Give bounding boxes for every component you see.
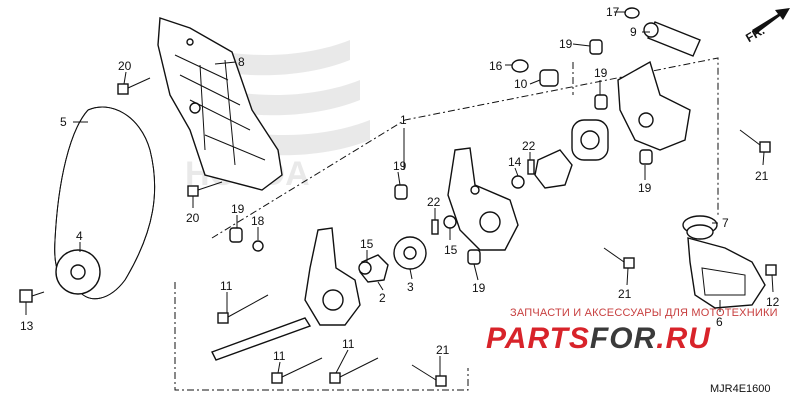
outer-rotor-lower bbox=[393, 236, 427, 270]
o-ring-18 bbox=[252, 240, 264, 252]
bolt-13 bbox=[19, 289, 45, 303]
bolt-11c bbox=[329, 357, 379, 384]
dowel-pin-19f bbox=[229, 227, 243, 243]
callout-5: 5 bbox=[60, 115, 67, 129]
callout-19d: 19 bbox=[393, 159, 407, 173]
oil-strainer bbox=[687, 237, 766, 309]
bolt-11b bbox=[271, 357, 323, 384]
collar-10 bbox=[539, 69, 559, 87]
callout-11a: 11 bbox=[220, 279, 233, 293]
strainer-seal bbox=[682, 215, 718, 240]
dowel-pin-19c bbox=[639, 149, 653, 165]
chain-guide-cover bbox=[157, 17, 283, 191]
callout-19c: 19 bbox=[638, 181, 652, 195]
diagram-code: MJR4E1600 bbox=[710, 383, 771, 395]
callout-20a: 20 bbox=[118, 59, 132, 73]
callout-15b: 15 bbox=[444, 243, 458, 257]
bolt-21c bbox=[411, 364, 447, 387]
bolt-11a bbox=[217, 294, 269, 324]
callout-22b: 22 bbox=[427, 195, 441, 209]
dowel-pin-19b bbox=[594, 94, 608, 110]
front-arrow-icon bbox=[752, 8, 790, 34]
pin-22b bbox=[431, 219, 439, 235]
callout-21b: 21 bbox=[618, 287, 632, 301]
partsfor-watermark: ЗАПЧАСТИ И АКСЕССУАРЫ ДЛЯ МОТОТЕХНИКИ PA… bbox=[486, 307, 778, 355]
callout-6: 6 bbox=[716, 315, 723, 329]
callout-11b: 11 bbox=[273, 349, 286, 363]
callout-9: 9 bbox=[630, 25, 637, 39]
outer-rotor-right bbox=[571, 119, 609, 161]
bolt-12 bbox=[765, 264, 777, 276]
callout-21c: 21 bbox=[436, 343, 450, 357]
o-ring-17 bbox=[624, 7, 640, 19]
pin-22a bbox=[527, 159, 535, 175]
dowel-pin-19e bbox=[467, 249, 481, 265]
pump-shaft bbox=[211, 317, 312, 361]
washer-15b bbox=[443, 215, 457, 229]
inner-rotor-right bbox=[534, 149, 573, 189]
callout-14: 14 bbox=[508, 155, 522, 169]
callout-10: 10 bbox=[514, 77, 528, 91]
callout-12: 12 bbox=[766, 295, 780, 309]
dowel-pin-19d bbox=[394, 184, 408, 200]
watermark-brand: PARTSFOR.RU bbox=[486, 322, 711, 355]
pump-body-upper bbox=[447, 147, 519, 251]
callout-1: 1 bbox=[400, 113, 407, 127]
o-ring-14 bbox=[511, 175, 525, 189]
dowel-pin-19a bbox=[589, 39, 603, 55]
callout-19b: 19 bbox=[594, 66, 608, 80]
watermark-brand-for: FOR bbox=[590, 322, 656, 355]
callout-4: 4 bbox=[76, 229, 83, 243]
callout-18: 18 bbox=[251, 214, 265, 228]
callout-13: 13 bbox=[20, 319, 34, 333]
callout-20b: 20 bbox=[186, 211, 200, 225]
callout-22a: 22 bbox=[522, 139, 536, 153]
bolt-21a bbox=[739, 129, 771, 153]
watermark-brand-ru: .RU bbox=[656, 322, 711, 355]
callout-17: 17 bbox=[606, 5, 620, 19]
callout-11c: 11 bbox=[342, 337, 355, 351]
callout-8: 8 bbox=[238, 55, 245, 69]
callout-16: 16 bbox=[489, 59, 503, 73]
seal-ring-16 bbox=[511, 59, 529, 73]
oil-tube bbox=[643, 21, 701, 57]
pump-body-lower bbox=[304, 227, 361, 326]
assembly-outline-pump bbox=[211, 57, 719, 239]
pump-sprocket bbox=[55, 249, 101, 295]
leader-lines bbox=[25, 11, 774, 376]
bolt-21b bbox=[603, 247, 635, 269]
callout-7: 7 bbox=[722, 216, 729, 230]
pump-cover-right bbox=[617, 60, 691, 151]
callout-2: 2 bbox=[379, 291, 386, 305]
watermark-brand-parts: PARTS bbox=[486, 322, 590, 355]
bolt-20a bbox=[117, 77, 151, 95]
callout-15a: 15 bbox=[360, 237, 374, 251]
washer-15a bbox=[358, 261, 372, 275]
callout-21a: 21 bbox=[755, 169, 769, 183]
callout-3: 3 bbox=[407, 280, 414, 294]
assembly-outline-lower bbox=[174, 282, 469, 391]
callout-19e: 19 bbox=[472, 281, 486, 295]
callout-19a: 19 bbox=[559, 37, 573, 51]
watermark-tagline: ЗАПЧАСТИ И АКСЕССУАРЫ ДЛЯ МОТОТЕХНИКИ bbox=[510, 307, 778, 319]
callout-19f: 19 bbox=[231, 202, 245, 216]
